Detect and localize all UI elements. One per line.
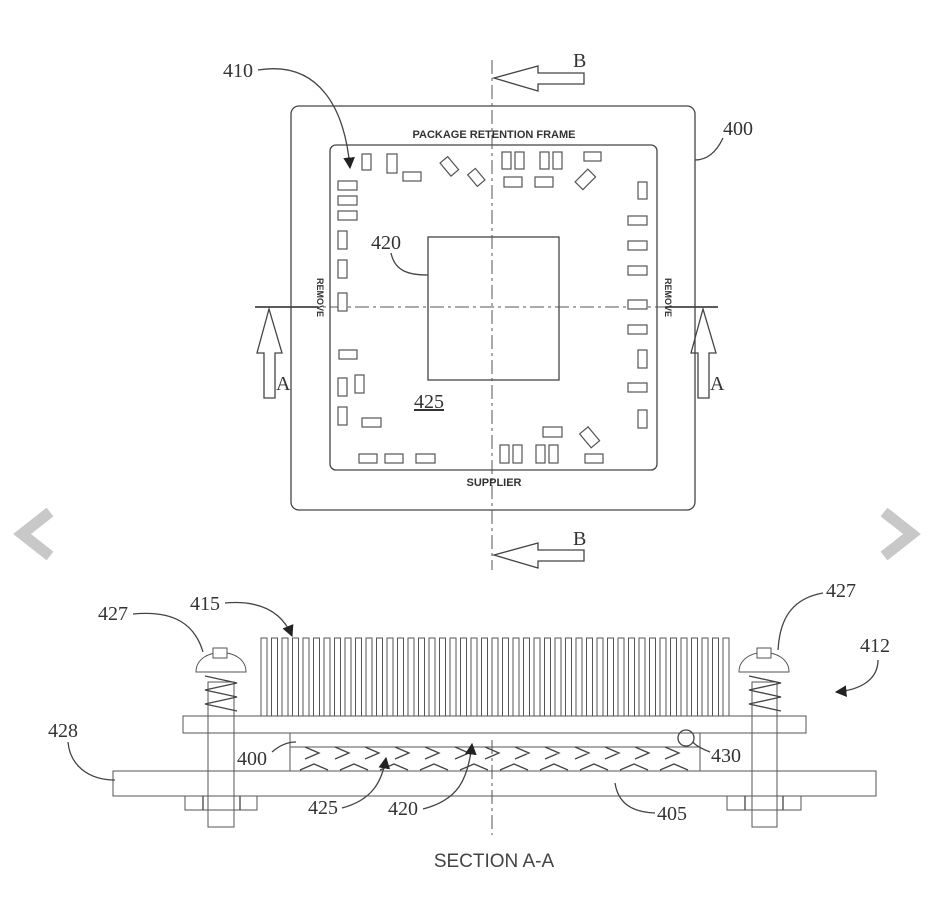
heatsink-fin [691, 637, 698, 717]
heatsink-fin [670, 637, 677, 717]
heatsink-fin [649, 637, 656, 717]
heatsink-fin [512, 637, 520, 717]
heatsink-fin [680, 637, 688, 717]
spring-left [204, 675, 238, 712]
heatsink-fin [491, 637, 499, 717]
board [112, 770, 877, 797]
prev-image-button[interactable] [6, 507, 58, 561]
section-arrow-a-left: A [256, 306, 291, 399]
heatsink-fin [271, 637, 278, 717]
components [337, 151, 648, 464]
heatsink-fin [470, 637, 478, 717]
heatsink-fin [701, 637, 709, 717]
heatsink-fin [334, 637, 341, 717]
screw-shaft-right [751, 681, 778, 828]
heatsink-fin [376, 637, 383, 717]
section-arrow-b-top: B [491, 50, 586, 92]
chevron-left-icon [13, 507, 54, 561]
ref-428: 428 [48, 720, 78, 742]
package-top [289, 732, 701, 748]
outer-frame [290, 105, 696, 511]
screw-shaft-left [207, 681, 235, 828]
heatsink-fin [460, 637, 467, 717]
heatsink-fin [397, 637, 404, 717]
heatsink-fin [523, 637, 530, 717]
heatsink-fin [544, 637, 551, 717]
heatsink-fin [355, 637, 362, 717]
section-a-right: A [710, 373, 725, 395]
heatsink-fin [617, 637, 625, 717]
heatsink-fins [260, 637, 730, 717]
heatsink-fin [260, 637, 268, 717]
heatsink-fin [281, 637, 289, 717]
heatsink-base [182, 715, 807, 734]
heatsink-fin [628, 637, 635, 717]
heatsink-fin [533, 637, 541, 717]
spring-right [748, 675, 782, 712]
ref-400-section: 400 [237, 748, 267, 770]
top-view: PACKAGE RETENTION FRAME SUPPLIER REMOVE … [223, 50, 753, 570]
bottom-label: SUPPLIER [466, 477, 521, 489]
ref-427-left: 427 [98, 603, 128, 625]
right-vertical-label: REMOVE [663, 278, 673, 317]
section-view: 415 427 427 412 428 400 430 425 420 405 … [48, 580, 890, 872]
heatsink-fin [565, 637, 572, 717]
ref-420-section: 420 [388, 798, 418, 820]
heatsink-fin [323, 637, 331, 717]
heatsink-fin [313, 637, 320, 717]
heatsink-fin [638, 637, 646, 717]
ref-410: 410 [223, 60, 253, 82]
ref-420-top: 420 [371, 232, 401, 254]
heatsink-fin [292, 637, 299, 717]
heatsink-fin [407, 637, 415, 717]
ref-400-top: 400 [723, 118, 753, 140]
section-a-left: A [276, 373, 291, 395]
heatsink-fin [596, 637, 604, 717]
ref-425-section: 425 [308, 797, 338, 819]
heatsink-fin [586, 637, 593, 717]
heatsink-fin [712, 637, 719, 717]
heatsink-fin [481, 637, 488, 717]
die [427, 236, 560, 381]
heatsink-fin [575, 637, 583, 717]
ref-415: 415 [190, 593, 220, 615]
heatsink-fin [439, 637, 446, 717]
heatsink-fin [344, 637, 352, 717]
heatsink-fin [428, 637, 436, 717]
section-arrow-b-bottom: B [491, 528, 586, 569]
section-b-bottom: B [573, 528, 586, 550]
heatsink-fin [502, 637, 509, 717]
heatsink-fin [449, 637, 457, 717]
next-image-button[interactable] [876, 507, 928, 561]
ref-412: 412 [860, 635, 890, 657]
ref-405: 405 [657, 803, 687, 825]
ref-425-top: 425 [414, 391, 444, 413]
section-arrow-a-right: A [690, 306, 725, 399]
ref-430: 430 [711, 745, 741, 767]
chevron-right-icon [880, 507, 921, 561]
heatsink-fin [365, 637, 373, 717]
heatsink-fin [418, 637, 425, 717]
left-vertical-label: REMOVE [315, 278, 325, 317]
heatsink-fin [302, 637, 310, 717]
heatsink-fin [554, 637, 562, 717]
heatsink-fin [659, 637, 667, 717]
heatsink-fin [386, 637, 394, 717]
ref-427-right: 427 [826, 580, 856, 602]
heatsink-fin [607, 637, 614, 717]
heatsink-fin [722, 637, 730, 717]
frame-title: PACKAGE RETENTION FRAME [413, 129, 576, 141]
section-caption: SECTION A-A [434, 851, 555, 872]
section-b-top: B [573, 50, 586, 72]
